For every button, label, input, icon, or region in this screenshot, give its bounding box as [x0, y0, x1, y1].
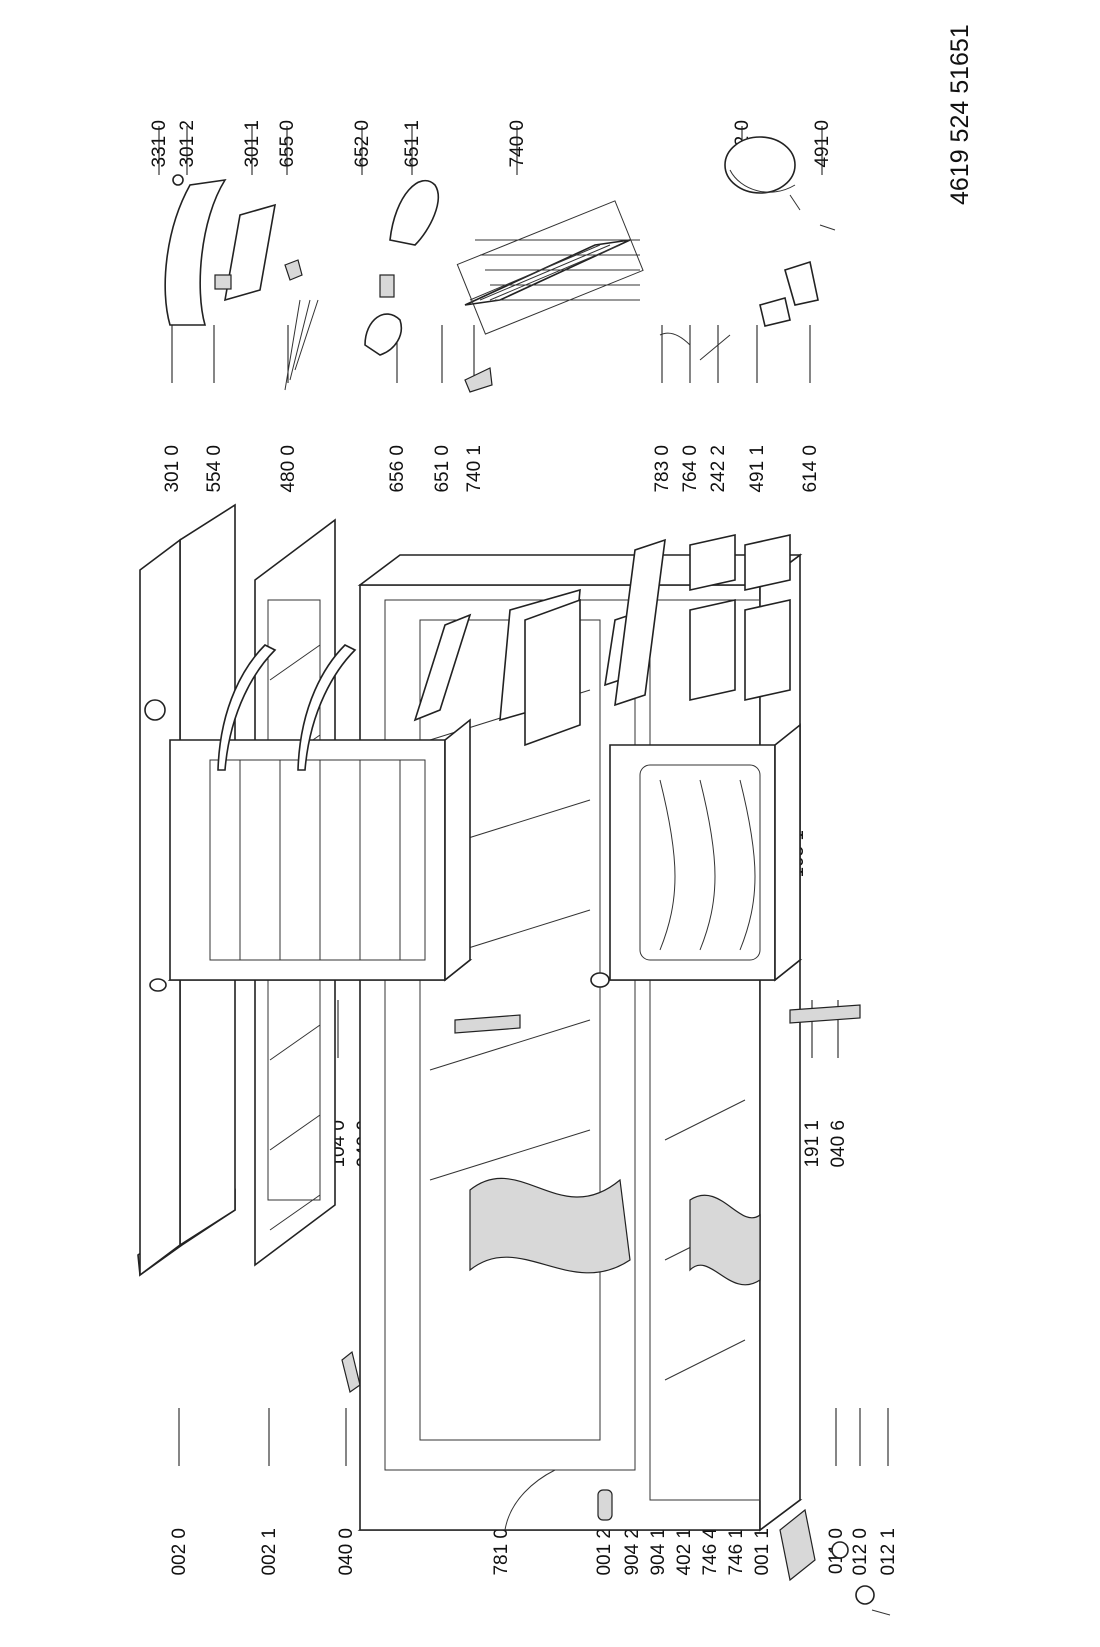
part-label-left-8: 746 4 — [700, 1528, 721, 1576]
knob-651-1 — [389, 179, 440, 246]
part-label-right-5: 740 1 — [464, 445, 485, 493]
bracket-740-1 — [464, 367, 493, 393]
part-label-left-6: 904 1 — [648, 1528, 669, 1576]
relay-cover-491-1 — [759, 297, 791, 327]
clip-491-0 — [819, 224, 836, 231]
part-label-right-0: 301 0 — [162, 445, 183, 493]
drier-764-0 — [699, 334, 731, 361]
foot-part — [831, 1541, 849, 1559]
bottom-rail-part — [779, 1508, 816, 1582]
part-label-left-3: 781 0 — [491, 1528, 512, 1576]
condenser-part — [456, 200, 644, 335]
crisper-cover-242-2a — [689, 534, 736, 591]
relay-part — [214, 274, 232, 290]
part-label-right-9: 491 1 — [747, 445, 768, 493]
tube-783-0 — [659, 332, 691, 346]
drawing — [137, 136, 891, 1616]
door-profile-lower — [789, 1004, 861, 1024]
door-profile-upper — [454, 1014, 521, 1034]
part-label-right-2: 480 0 — [278, 445, 299, 493]
part-label-left-13: 012 1 — [878, 1528, 899, 1576]
pin-part — [871, 1609, 891, 1616]
part-label-right-10: 614 0 — [800, 445, 821, 493]
part-label-left-4: 001 2 — [594, 1528, 615, 1576]
document-code: 4619 524 51651 — [946, 24, 974, 205]
part-label-left-5: 904 2 — [622, 1528, 643, 1576]
part-label-left-1: 002 1 — [259, 1528, 280, 1576]
part-label-door-17: 040 6 — [828, 1120, 849, 1168]
part-label-right-1: 554 0 — [204, 445, 225, 493]
drain-tube-part — [504, 1469, 556, 1531]
cap-part — [597, 1489, 613, 1521]
hinge-cap-156-1 — [144, 699, 166, 721]
shelf-255-1 — [413, 613, 472, 722]
crisper-242-1 — [744, 599, 791, 701]
part-label-right-3: 656 0 — [387, 445, 408, 493]
part-label-left-0: 002 0 — [169, 1528, 190, 1576]
part-label-left-7: 402 1 — [674, 1528, 695, 1576]
part-label-right-4: 651 0 — [432, 445, 453, 493]
fridge-door-part — [590, 723, 803, 988]
crisper-242-0 — [689, 599, 736, 701]
control-housing-part — [164, 174, 277, 326]
freezer-door-part — [149, 718, 473, 992]
part-label-right-8: 242 2 — [708, 445, 729, 493]
foot-screw-part — [855, 1585, 875, 1605]
freezer-baskets-part — [499, 588, 581, 747]
hinge-left-part — [341, 1350, 361, 1393]
wiring-harness-part — [284, 299, 319, 391]
knob-656-0 — [364, 313, 402, 356]
handle-152-0 — [217, 644, 277, 771]
glass-shelf-part — [614, 538, 666, 707]
part-label-left-12: 012 0 — [850, 1528, 871, 1576]
part-label-left-10: 001 1 — [752, 1528, 773, 1576]
part-label-door-16: 191 1 — [802, 1120, 823, 1168]
knob-shaft-651-0 — [379, 274, 395, 298]
part-label-right-7: 764 0 — [680, 445, 701, 493]
part-label-right-6: 783 0 — [652, 445, 673, 493]
crisper-cover-242-2b — [744, 534, 791, 591]
compressor-part — [724, 136, 801, 211]
handle-152-1 — [297, 644, 357, 771]
part-label-left-9: 746 1 — [726, 1528, 747, 1576]
lamp-holder-part — [284, 259, 303, 281]
part-label-left-2: 040 0 — [336, 1528, 357, 1576]
relay-614-0 — [784, 260, 819, 306]
